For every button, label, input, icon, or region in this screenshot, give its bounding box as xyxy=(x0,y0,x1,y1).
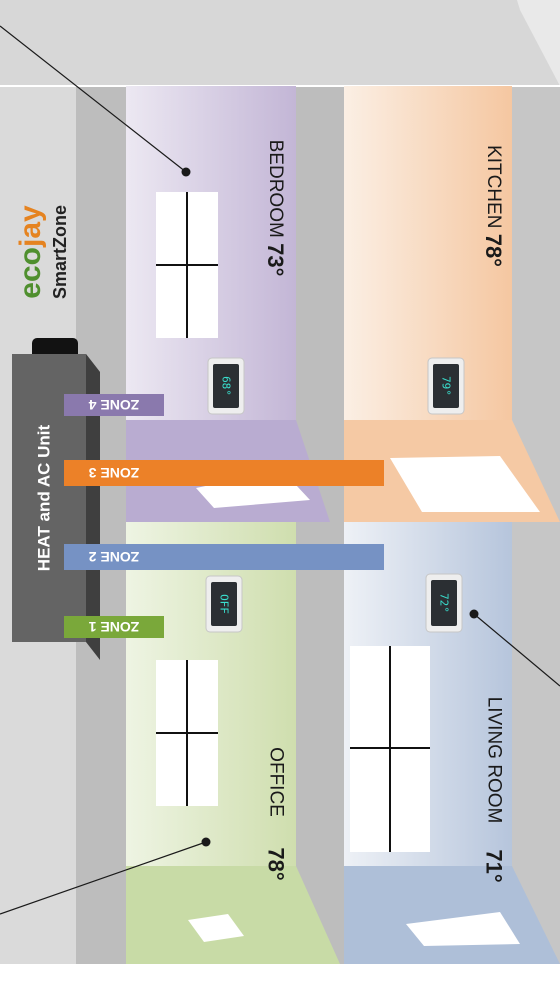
zone-3-label: ZONE 3 xyxy=(89,465,140,481)
zone-1-label: ZONE 1 xyxy=(89,619,140,635)
hvac-unit: HEAT and AC Unit xyxy=(12,338,100,660)
room-kitchen xyxy=(344,86,560,522)
ground-strip xyxy=(0,964,560,988)
room-name-office: OFFICE xyxy=(266,747,287,817)
center-divider xyxy=(296,86,344,966)
thermostat-living-room[interactable]: 72° xyxy=(425,573,463,633)
zone-3-bar xyxy=(64,460,384,486)
callout-living-room xyxy=(469,609,560,687)
ecojay-logo: ecojay SmartZone xyxy=(14,205,71,299)
roof-right-face xyxy=(517,0,560,86)
thermostat-bedroom[interactable]: 68° xyxy=(207,357,245,415)
thermostat-kitchen-readout: 79° xyxy=(440,376,453,396)
hvac-unit-label: HEAT and AC Unit xyxy=(35,424,54,571)
zone-2-label: ZONE 2 xyxy=(89,549,140,565)
window-office xyxy=(156,660,218,806)
thermostat-office-readout: OFF xyxy=(218,594,231,614)
zone-2-bar xyxy=(64,544,384,570)
room-name-bedroom: BEDROOM 73° xyxy=(264,140,289,277)
thermostat-bedroom-readout: 68° xyxy=(220,376,233,396)
zone-4-label: ZONE 4 xyxy=(89,397,140,413)
brand-name-eco: eco xyxy=(14,247,47,299)
right-wall xyxy=(512,86,560,966)
room-temp-living-room: 71° xyxy=(482,849,507,882)
thermostat-kitchen[interactable]: 79° xyxy=(427,357,465,415)
callout-office xyxy=(0,837,211,915)
brand-name-jay: jay xyxy=(14,205,47,248)
room-temp-office: 78° xyxy=(264,847,289,880)
brand-name: ecojay xyxy=(14,205,47,299)
thermostat-office[interactable]: OFF xyxy=(205,575,243,633)
thermostat-living-room-readout: 72° xyxy=(438,593,451,613)
brand-product: SmartZone xyxy=(50,205,70,299)
zone-1-bar xyxy=(64,616,164,638)
room-name-living-room: LIVING ROOM xyxy=(484,697,505,824)
window-bedroom xyxy=(156,192,218,338)
window-living-room xyxy=(350,646,430,852)
room-name-kitchen: KITCHEN 78° xyxy=(482,145,507,267)
zone-4-bar xyxy=(64,394,164,416)
callout-bedroom xyxy=(0,25,191,177)
